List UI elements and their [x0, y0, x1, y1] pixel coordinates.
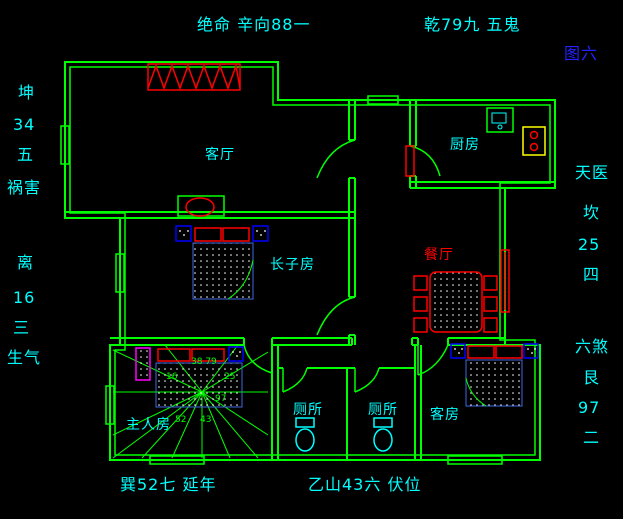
window-guest-south [447, 455, 503, 465]
window-master-west [105, 385, 115, 425]
window-master-south [149, 455, 205, 465]
compass-number: 52 [175, 415, 187, 425]
blanket-fold [227, 259, 254, 300]
annotation-right-tianyi: 天医 [575, 163, 610, 182]
bay-window-cabinet [147, 63, 241, 91]
room-label-eldest-son: 长子房 [270, 257, 315, 273]
windows [60, 95, 510, 465]
living-room-door-arc [316, 139, 356, 179]
tv-cabinet [177, 195, 225, 217]
kitchen-sink [486, 107, 514, 133]
dining-table-set [413, 271, 498, 333]
pillow [222, 227, 250, 242]
pillow [467, 345, 495, 359]
annotation-right-er: 二 [583, 428, 601, 447]
wardrobe [135, 347, 151, 381]
annotation-top-left: 绝命 辛向88一 [197, 15, 311, 34]
compass-number: 97 [215, 394, 227, 404]
toilet-left-door-arc [282, 367, 308, 393]
window-living-west [60, 125, 70, 165]
annotation-right-liusha: 六煞 [575, 337, 610, 356]
nightstand [523, 343, 539, 359]
master-bed [135, 346, 244, 408]
pillow [157, 348, 191, 362]
eldest-son-door-arc [316, 296, 356, 336]
compass-number: 43 [200, 415, 212, 425]
nightstand [175, 225, 192, 242]
figure-number-label: 图六 [564, 44, 599, 63]
room-label-kitchen: 厨房 [450, 137, 480, 153]
annotation-bottom-left: 巽52七 延年 [120, 475, 217, 494]
kitchen-door-leaf [405, 145, 415, 177]
annotation-left-huohai: 祸害 [7, 178, 42, 197]
compass-number: 25 [224, 372, 236, 382]
annotation-left-san: 三 [13, 318, 31, 337]
annotation-left-wu: 五 [17, 145, 35, 164]
toilet-fixture-right [373, 417, 393, 452]
eldest-son-bed [175, 225, 269, 300]
chair [413, 275, 428, 291]
window-dining-east [500, 249, 510, 313]
nightstand [228, 346, 244, 362]
window-corridor-top [367, 95, 399, 105]
compass-number: 16 [166, 372, 178, 382]
annotation-top-right: 乾79九 五鬼 [424, 15, 521, 34]
annotation-left-shengqi: 生气 [7, 348, 42, 367]
pillow [194, 227, 222, 242]
toilet-right-door-arc [354, 367, 380, 393]
master-door-arc [243, 344, 273, 374]
annotation-left-34: 34 [13, 115, 36, 134]
annotation-right-25: 25 [578, 235, 601, 254]
compass-number: 38 79 [191, 357, 217, 367]
room-label-toilet-right: 厕所 [368, 402, 398, 418]
guest-door-arc [417, 344, 449, 376]
annotation-left-kun: 坤 [18, 83, 36, 102]
room-label-master: 主人房 [126, 417, 171, 433]
annotation-left-16: 16 [13, 288, 36, 307]
room-label-guest: 客房 [430, 407, 460, 423]
pillow [495, 345, 523, 359]
annotation-right-gen: 艮 [583, 368, 601, 387]
room-label-toilet-left: 厕所 [293, 402, 323, 418]
annotation-right-si: 四 [583, 265, 601, 284]
nightstand [450, 343, 466, 359]
blanket-fold [465, 377, 487, 407]
kitchen-stove [522, 126, 546, 156]
chair [413, 317, 428, 333]
annotation-right-97: 97 [578, 398, 601, 417]
room-label-living: 客厅 [205, 147, 235, 163]
window-eldest-west [115, 253, 125, 293]
mattress [155, 362, 243, 408]
pillow [191, 348, 225, 362]
chair [413, 296, 428, 312]
chair [483, 296, 498, 312]
dining-table [429, 271, 483, 333]
door-arcs [243, 139, 449, 393]
chair [483, 275, 498, 291]
mattress [192, 242, 254, 300]
toilet-fixture-left [295, 417, 315, 452]
chair [483, 317, 498, 333]
annotation-left-li: 离 [17, 253, 35, 272]
guest-bed [450, 343, 539, 407]
mattress [465, 359, 523, 407]
annotation-bottom-right: 乙山43六 伏位 [308, 475, 422, 494]
room-label-dining: 餐厅 [424, 247, 454, 263]
annotation-right-kan: 坎 [583, 203, 601, 222]
nightstand [252, 225, 269, 242]
